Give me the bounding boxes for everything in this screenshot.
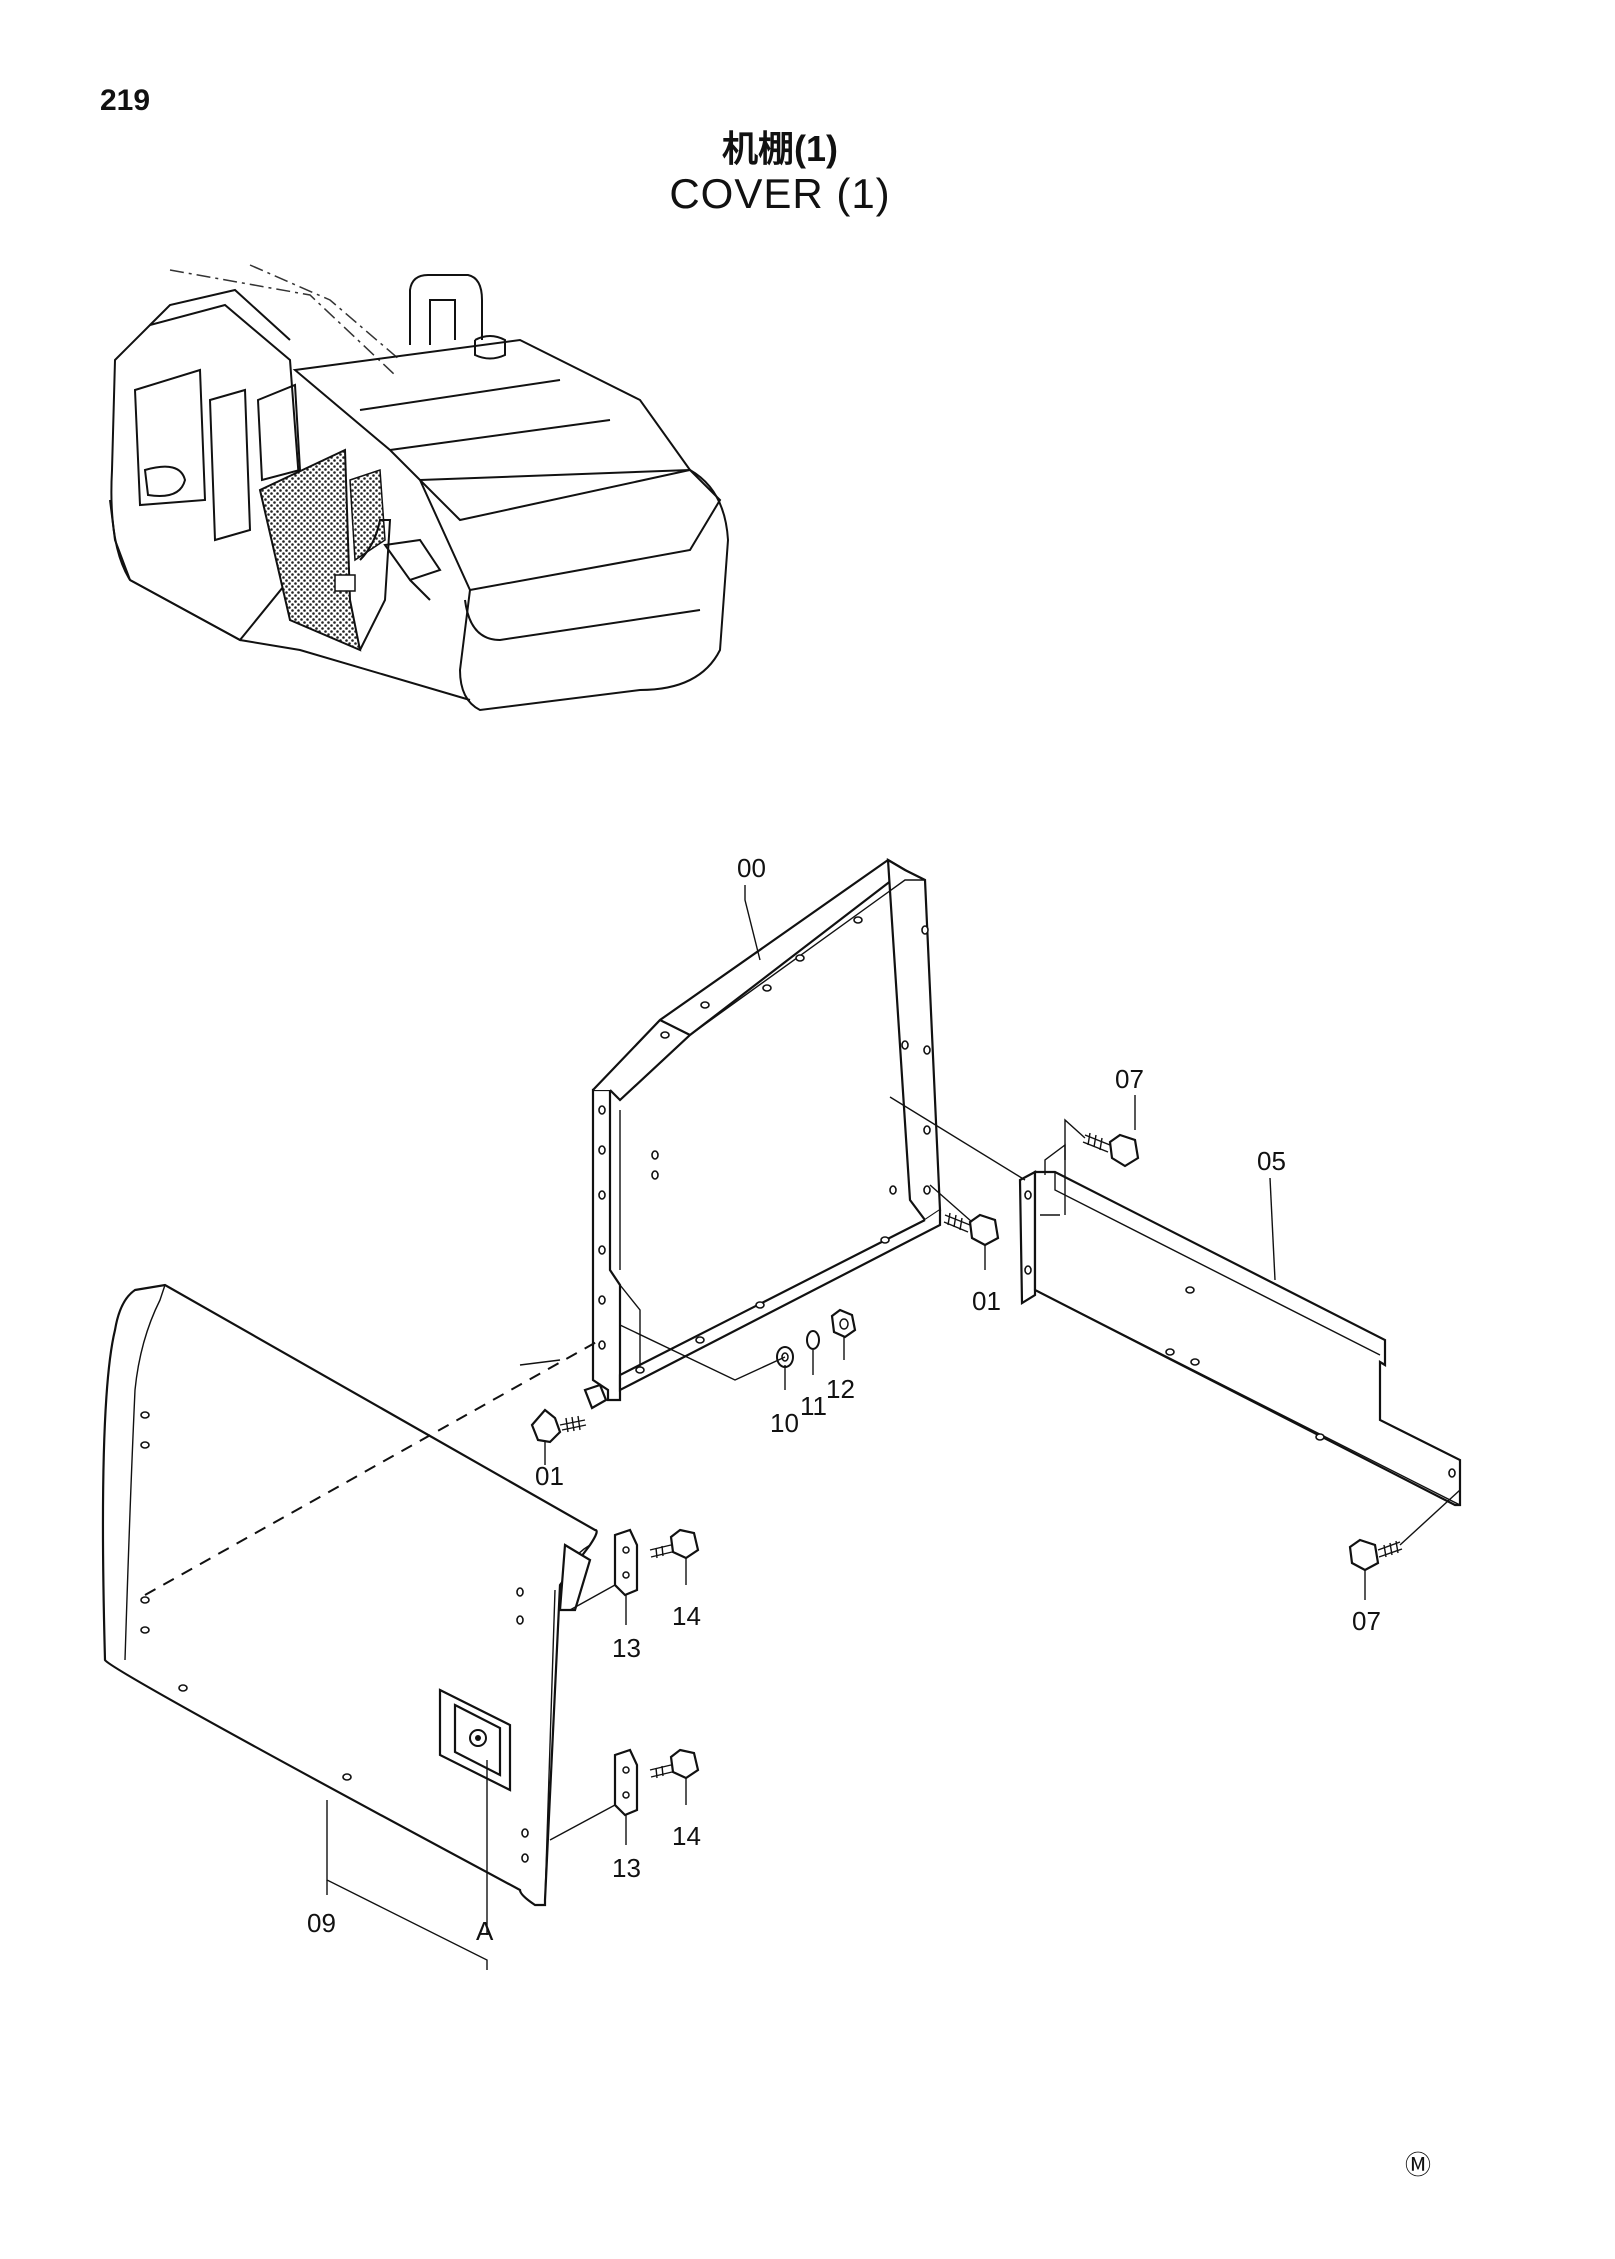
part-05-plate — [1018, 1143, 1462, 1507]
detail-marker-a: A — [476, 1916, 494, 1946]
title-chinese: 机棚(1) — [722, 128, 838, 169]
bolt-14-bottom — [649, 1748, 700, 1780]
callout-14-bottom: 14 — [672, 1821, 701, 1851]
callout-01-left: 01 — [535, 1461, 564, 1491]
title-english: COVER (1) — [669, 170, 891, 217]
part-09-door — [101, 1283, 601, 1907]
callout-11: 11 — [800, 1391, 827, 1421]
bolt-01-right — [943, 1212, 1000, 1247]
washer-11 — [806, 1330, 820, 1350]
page-number: 219 — [100, 84, 151, 117]
hinge-13-bottom — [549, 1748, 639, 1841]
bolt-14-top — [649, 1528, 700, 1560]
bolt-07-bottom — [1348, 1538, 1403, 1572]
callout-09: 09 — [307, 1908, 336, 1938]
leader-lines — [326, 885, 1461, 1970]
callout-labels: 00 07 05 01 12 11 10 01 07 14 13 14 13 0… — [307, 853, 1381, 1946]
callout-13-top: 13 — [612, 1633, 641, 1663]
callout-07-top: 07 — [1115, 1064, 1144, 1094]
revision-mark: Ⓜ — [1405, 2150, 1431, 2180]
callout-13-bottom: 13 — [612, 1853, 641, 1883]
bolt-07-top — [1064, 1118, 1140, 1168]
part-00-frame — [591, 857, 942, 1402]
callout-01-right: 01 — [972, 1286, 1001, 1316]
bolt-01-left — [530, 1383, 608, 1444]
callout-07-bottom: 07 — [1352, 1606, 1381, 1636]
machine-location-view — [109, 264, 730, 712]
callout-14-top: 14 — [672, 1601, 701, 1631]
hinge-13-top — [569, 1528, 639, 1611]
callout-10: 10 — [770, 1408, 799, 1438]
callout-00: 00 — [737, 853, 766, 883]
callout-12: 12 — [826, 1374, 855, 1404]
nut-12 — [830, 1308, 857, 1339]
callout-05: 05 — [1257, 1146, 1286, 1176]
